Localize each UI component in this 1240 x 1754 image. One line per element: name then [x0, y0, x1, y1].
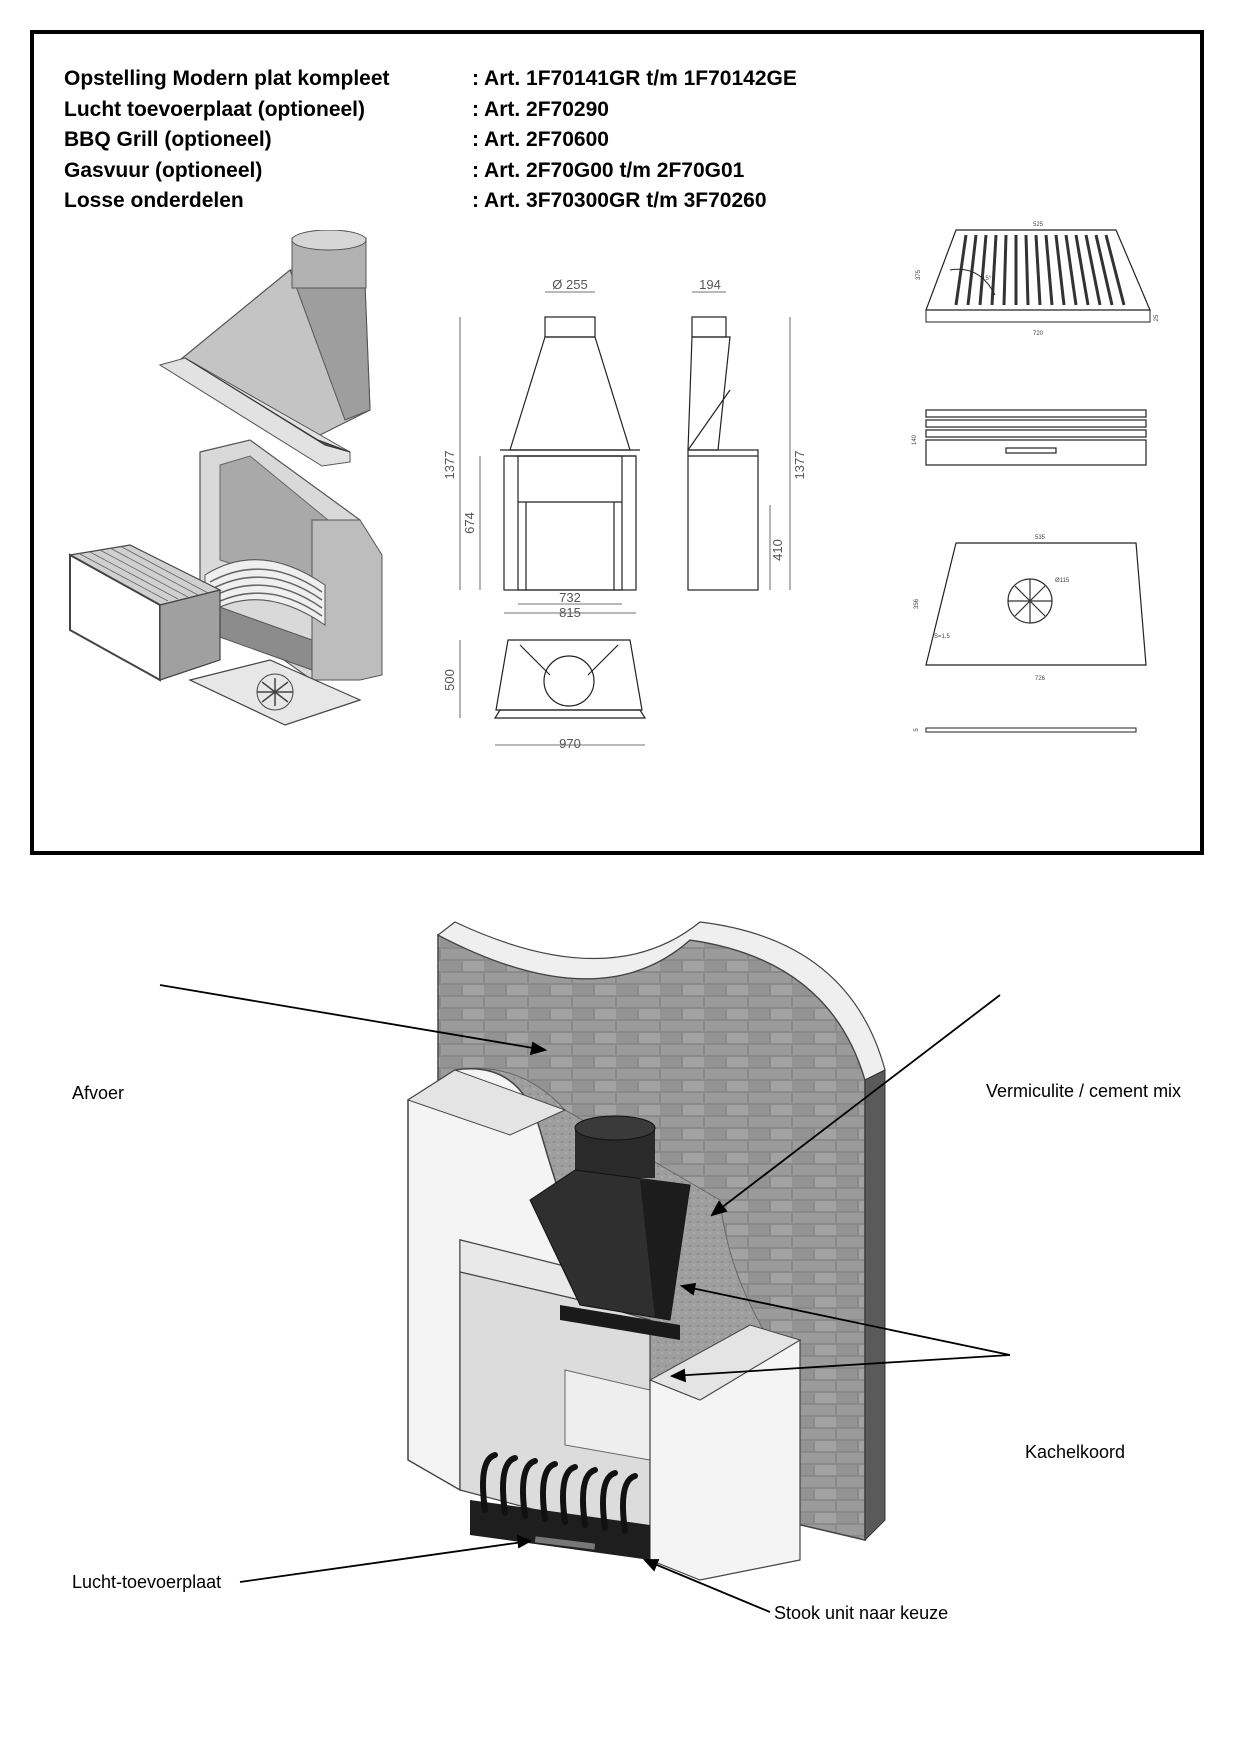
callout-afvoer: Afvoer: [72, 1083, 125, 1103]
dim-plate-thickness: 5: [914, 728, 920, 732]
callout-kachelkoord: Kachelkoord: [1025, 1442, 1126, 1462]
dim-grill-small-side: 25: [1154, 314, 1160, 321]
spec-name: BBQ Grill (optioneel): [64, 128, 272, 151]
dim-side-lower-height: 410: [770, 539, 785, 561]
spec-article: : Art. 2F70290: [472, 97, 609, 121]
spec-name: Gasvuur (optioneel): [64, 158, 263, 182]
callout-stook-unit: Stook unit naar keuze: [774, 1603, 949, 1623]
top-view-drawing: [493, 639, 647, 719]
spec-article: : Art. 2F70G00 t/m 2F70G01: [472, 158, 745, 182]
spec-name: Lucht toevoerplaat (optioneel): [64, 97, 366, 121]
dim-side-flue-width: 194: [699, 277, 721, 292]
article-list: Opstelling Modern plat kompleet : Art. 1…: [64, 64, 884, 217]
grill-side-drawing: [925, 409, 1147, 466]
plate-top-drawing: [925, 542, 1147, 666]
callout-lucht-toevoerplaat: Lucht-toevoerplaat: [72, 1572, 222, 1592]
dim-grill-bottom-width: 720: [1033, 331, 1044, 337]
plate-side-drawing: [925, 727, 1137, 733]
dim-plate-height: 356: [914, 598, 920, 609]
dim-top-width: 970: [559, 736, 581, 751]
installation-illustration: [159, 921, 1011, 1613]
plate-label: S=1.5: [934, 634, 951, 640]
firebox-part: [199, 439, 383, 681]
dim-front-flue-diameter: Ø 255: [552, 277, 587, 292]
grill-top-drawing: [925, 229, 1151, 323]
dim-plate-bottom-width: 726: [1035, 676, 1046, 682]
dim-front-inner-width: 732: [559, 590, 581, 605]
spec-row: Opstelling Modern plat kompleet : Art. 1…: [64, 64, 884, 95]
dim-grill-side-height: 140: [912, 434, 918, 445]
spec-row: Losse onderdelen : Art. 3F70300GR t/m 3F…: [64, 186, 884, 217]
spec-article: : Art. 3F70300GR t/m 3F70260: [472, 189, 767, 212]
front-view-drawing: [500, 316, 640, 591]
dim-top-depth: 500: [442, 669, 457, 691]
spec-row: Lucht toevoerplaat (optioneel) : Art. 2F…: [64, 95, 884, 126]
dim-front-outer-width: 815: [559, 605, 581, 620]
spec-sheet-frame: [30, 30, 1204, 855]
top-view-dimensions: [459, 640, 645, 746]
hood-part: [158, 230, 371, 467]
plaster-surround: [406, 1068, 581, 1492]
dim-side-total-height: 1377: [792, 451, 807, 480]
dim-grill-height: 375: [916, 269, 922, 280]
front-view-dimensions: [459, 291, 636, 614]
firebox-opening: [459, 1271, 651, 1541]
spec-row: BBQ Grill (optioneel) : Art. 2F70600: [64, 125, 884, 156]
spec-name: Losse onderdelen: [64, 189, 244, 212]
dim-front-total-height: 1377: [442, 451, 457, 480]
dim-plate-rosette: Ø115: [1055, 578, 1070, 584]
dim-plate-top-width: 535: [1035, 535, 1046, 541]
dim-grill-detail-angle: 15°: [982, 276, 992, 282]
callout-vermiculite: Vermiculite / cement mix: [986, 1081, 1182, 1101]
side-view-dimensions: [692, 291, 791, 590]
exploded-parts-illustration: [68, 230, 383, 726]
spec-article: : Art. 1F70141GR t/m 1F70142GE: [472, 67, 797, 90]
accessory-drawings: 525 375 720 25 15° 140 535 356 726 S=1.5…: [912, 222, 1160, 733]
front-side-views: Ø 255 1377 674 732 815 500 970 194 1377 …: [442, 277, 807, 751]
side-view-drawing: [687, 316, 759, 591]
spec-name: Opstelling Modern plat kompleet: [64, 67, 390, 90]
bbq-grill-part: [68, 544, 222, 682]
callout-lines: [159, 984, 1011, 1613]
spec-article: : Art. 2F70600: [472, 128, 609, 151]
air-plate-part: [188, 659, 362, 726]
dim-grill-top-width: 525: [1033, 222, 1044, 228]
spec-row: Gasvuur (optioneel) : Art. 2F70G00 t/m 2…: [64, 156, 884, 187]
dim-front-opening-height: 674: [462, 512, 477, 534]
fireplace-hood: [529, 1115, 691, 1340]
stook-unit: [470, 1452, 650, 1560]
